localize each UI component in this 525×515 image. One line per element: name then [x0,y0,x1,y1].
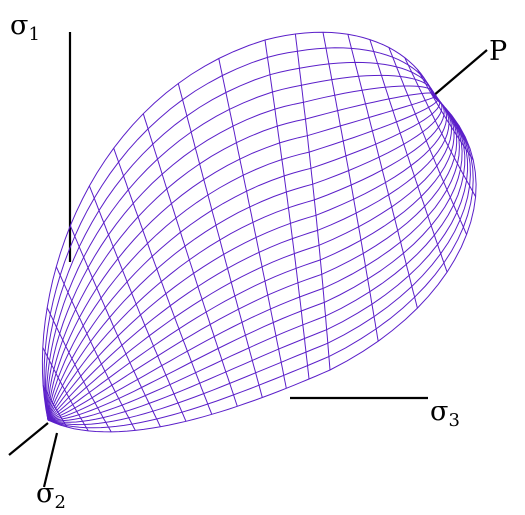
mesh-parallel [417,69,474,161]
axes [8,32,488,488]
mesh-parallel [347,34,418,309]
mesh-parallel [46,307,112,433]
mesh-meridian [47,95,441,421]
sigma2-axis-left [8,422,49,456]
mesh-parallel [42,347,89,432]
mesh-meridian [46,74,434,421]
mesh-meridian [47,95,445,421]
mesh-parallel [426,82,460,127]
mesh-parallel [404,57,477,198]
mesh-parallel [294,33,331,371]
mesh-meridian [47,95,471,426]
mesh-meridian [47,95,477,433]
mesh-parallel [55,266,136,431]
mesh-parallel [69,225,161,427]
sigma1-label: σ1 [10,10,40,45]
mesh-meridian [46,85,435,421]
sigma2-axis-down [42,432,59,488]
sigma3-label: σ3 [430,396,460,431]
mesh-parallel [369,39,448,273]
mesh-parallel [264,39,310,380]
mesh-meridian [47,95,453,421]
point-p-label: P [489,36,507,67]
mesh-meridian [43,47,434,421]
mesh-parallel [142,113,238,407]
mesh-parallel [322,32,379,342]
mesh-parallel [218,58,287,389]
p-pointer [432,49,488,97]
mesh-parallel [88,185,187,422]
mesh-meridian [41,31,434,421]
wireframe-surface [41,31,477,433]
mesh-parallel [42,385,68,428]
mesh-parallel [388,47,468,235]
mesh-meridian [47,95,450,421]
mesh-meridian [47,95,443,421]
sigma2-label: σ2 [36,478,66,513]
mesh-parallel [177,83,263,398]
mesh-meridian [47,95,455,421]
mesh-parallel [113,148,213,415]
mesh-meridian [47,95,458,421]
